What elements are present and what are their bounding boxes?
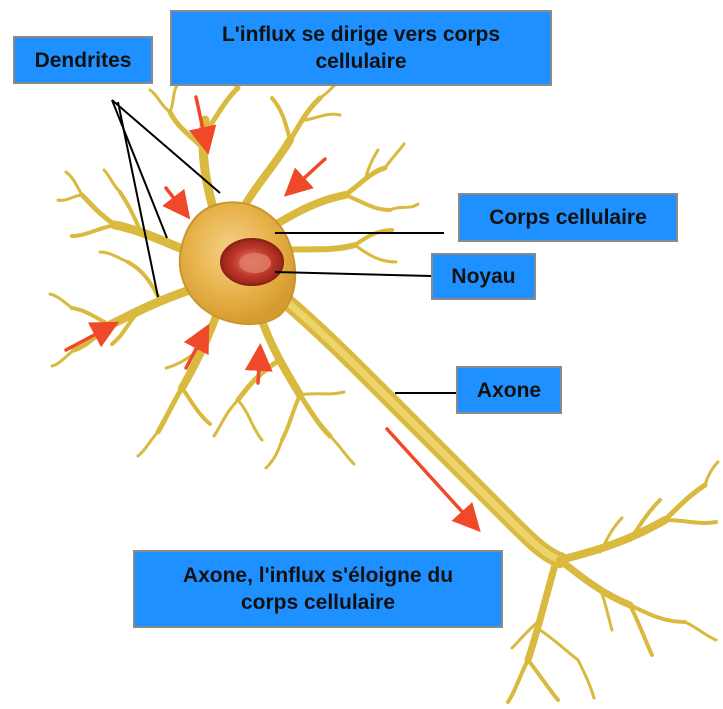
label-influx-in-line2: cellulaire <box>315 48 406 75</box>
label-influx-in: L'influx se dirige vers corps cellulaire <box>170 10 552 86</box>
label-influx-out-line1: Axone, l'influx s'éloigne du <box>183 562 453 589</box>
label-noyau: Noyau <box>431 253 536 300</box>
label-noyau-text: Noyau <box>451 263 515 290</box>
label-axone-text: Axone <box>477 377 541 404</box>
axon-terminals <box>508 462 718 702</box>
label-dendrites-text: Dendrites <box>35 47 132 74</box>
leader-line-dendrites-2 <box>112 100 167 238</box>
nucleus <box>221 239 283 285</box>
arrow-in-upper-right <box>289 159 325 192</box>
label-influx-out: Axone, l'influx s'éloigne du corps cellu… <box>133 550 503 628</box>
label-corps-cellulaire-text: Corps cellulaire <box>489 204 647 231</box>
label-dendrites: Dendrites <box>13 36 153 84</box>
label-influx-in-line1: L'influx se dirige vers corps <box>222 21 500 48</box>
label-corps-cellulaire: Corps cellulaire <box>458 193 678 242</box>
arrow-in-bottom <box>258 350 260 383</box>
arrow-in-upper-left <box>166 188 186 214</box>
label-axone: Axone <box>456 366 562 414</box>
label-influx-out-line2: corps cellulaire <box>241 589 395 616</box>
leader-line-noyau <box>275 272 431 276</box>
arrow-in-left <box>66 325 113 350</box>
